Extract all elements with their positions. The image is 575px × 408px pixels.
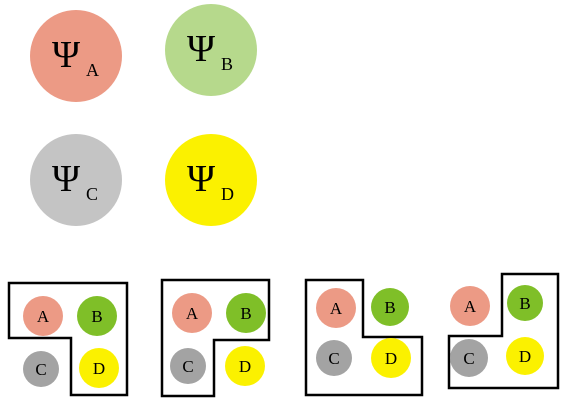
psi-c: Ψ C [30,134,122,226]
psi-b-circle [165,4,257,96]
circle-b [77,296,117,336]
label-a: A [186,304,199,323]
label-b: B [519,294,530,313]
psi-b: Ψ B [165,4,257,96]
psi-a-subscript: A [86,60,99,80]
label-c: C [328,349,339,368]
label-d: D [385,349,397,368]
circle-b [226,293,266,333]
circle-d [371,338,411,378]
circle-a [316,288,356,328]
label-d: D [239,357,251,376]
label-a: A [330,299,343,318]
psi-a-symbol: Ψ [52,34,80,76]
psi-d-symbol: Ψ [187,158,215,200]
partition-box-1: A B C D [7,281,129,397]
circle-c [316,340,352,376]
label-a: A [464,297,477,316]
psi-b-subscript: B [221,54,233,74]
partition-outline-1 [7,281,129,397]
psi-b-symbol: Ψ [187,28,215,70]
partition-outline-2 [160,278,271,398]
label-c: C [35,360,46,379]
circle-c [23,351,59,387]
circle-b [371,288,409,326]
psi-c-symbol: Ψ [52,158,80,200]
label-a: A [37,307,50,326]
psi-d: Ψ D [165,134,257,226]
circle-b [507,285,543,321]
circle-a [23,296,63,336]
label-d: D [519,347,531,366]
circle-c [450,339,488,377]
label-b: B [384,298,395,317]
label-b: B [91,307,102,326]
label-d: D [93,359,105,378]
circle-a [450,286,490,326]
circle-d [506,337,544,375]
psi-d-subscript: D [221,184,234,204]
psi-a-circle [30,10,122,102]
label-c: C [463,349,474,368]
label-b: B [240,304,251,323]
circle-a [172,293,212,333]
circle-d [79,348,119,388]
partition-outline-3 [304,278,424,397]
circle-d [225,346,265,386]
partition-box-4: A B C D [447,272,560,390]
partition-outline-4 [447,272,560,390]
psi-d-circle [165,134,257,226]
psi-c-circle [30,134,122,226]
partition-box-2: A B C D [160,278,271,398]
circle-c [170,348,206,384]
partition-box-3: A B C D [304,278,424,397]
psi-c-subscript: C [86,184,98,204]
psi-a: Ψ A [30,10,122,102]
label-c: C [182,357,193,376]
